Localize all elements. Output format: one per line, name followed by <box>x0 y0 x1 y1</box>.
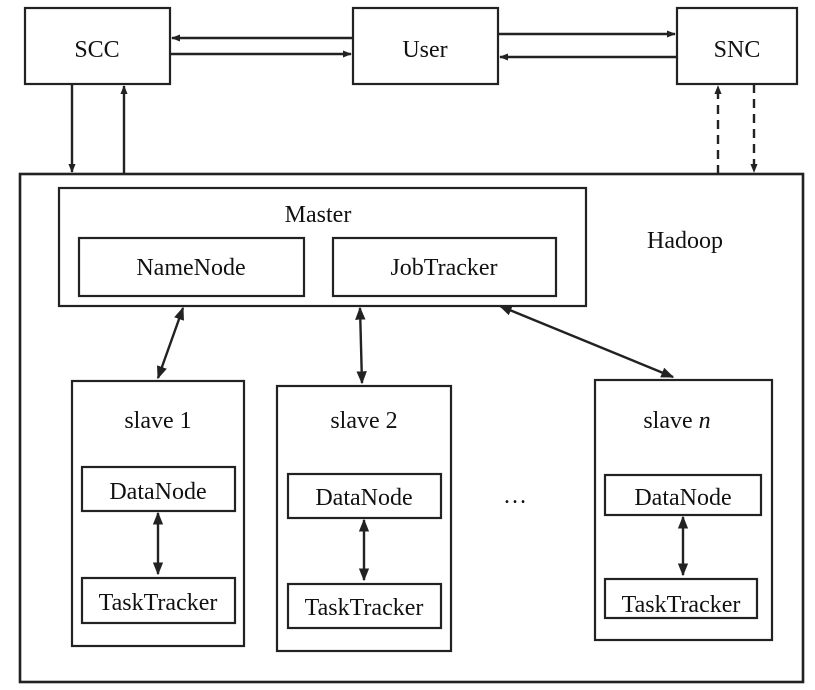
scc-label: SCC <box>74 37 119 63</box>
namenode-label: NameNode <box>136 255 245 281</box>
jobtracker-label: JobTracker <box>390 255 497 281</box>
slave-2-tasktracker-label: TaskTracker <box>305 595 424 621</box>
slave-n-label-variable: n <box>699 408 711 434</box>
master-label: Master <box>285 202 352 228</box>
hadoop-label: Hadoop <box>647 228 723 254</box>
slave-1-label: slave 1 <box>124 408 191 434</box>
snc-box <box>675 6 799 86</box>
slave-n-label-prefix: slave <box>643 408 698 434</box>
slave-1-datanode-label: DataNode <box>109 479 206 505</box>
master-slave2-arrow <box>355 306 367 385</box>
slave-2-label: slave 2 <box>330 408 397 434</box>
hadoop-frame <box>18 172 805 684</box>
jobtracker-box <box>331 236 558 298</box>
slave-n-label: slave n <box>643 408 710 434</box>
slave-2-datanode-label: DataNode <box>315 485 412 511</box>
slave-n-tasktracker-label: TaskTracker <box>622 592 741 618</box>
namenode-box <box>77 236 306 298</box>
slave-2-datanode-box <box>286 472 443 520</box>
user-label: User <box>402 37 447 63</box>
jobtracker-slaven-arrow <box>498 304 675 379</box>
ellipsis: … <box>503 483 527 509</box>
user-box <box>351 6 500 86</box>
slave-n-datanode-label: DataNode <box>634 485 731 511</box>
scc-box <box>23 6 172 86</box>
slave-1-tasktracker-box <box>80 576 237 625</box>
snc-label: SNC <box>714 37 761 63</box>
slave-1-tasktracker-label: TaskTracker <box>99 590 218 616</box>
slave-2-tasktracker-box <box>286 582 443 630</box>
slave-n-tasktracker-box <box>603 577 759 620</box>
master-slave1-arrow <box>156 306 185 380</box>
slave-1-datanode-box <box>80 465 237 513</box>
slave-n-datanode-box <box>603 473 763 517</box>
